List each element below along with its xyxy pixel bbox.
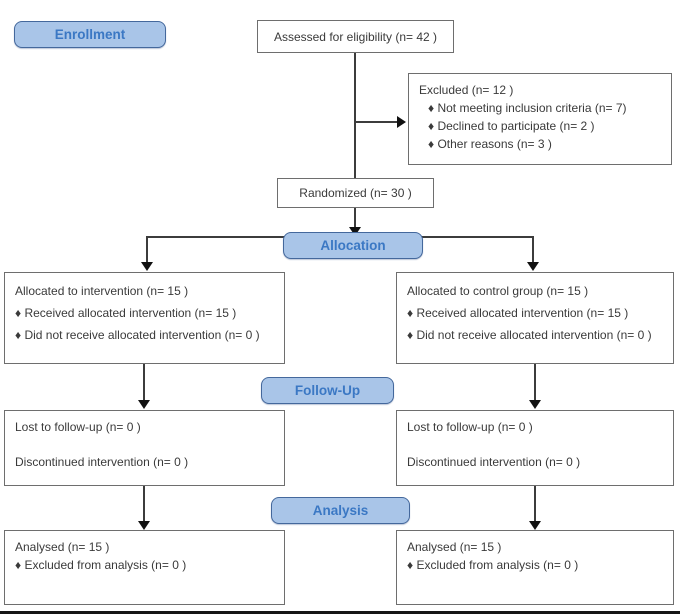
allocated-control-item: ♦ Received allocated intervention (n= 15… xyxy=(407,306,629,320)
followup-intervention-box: Lost to follow-up (n= 0 ) Discontinued i… xyxy=(4,410,285,486)
randomized-box: Randomized (n= 30 ) xyxy=(277,178,434,208)
bottom-rule xyxy=(0,611,680,614)
arrowhead-alloc-left-icon xyxy=(141,262,153,271)
connector-followup-analysis-right xyxy=(534,486,536,522)
connector-excluded-line xyxy=(355,121,398,123)
connector-alloc-followup-left xyxy=(143,364,145,401)
arrowhead-allocation-icon xyxy=(349,227,361,236)
analysis-intervention-title: Analysed (n= 15 ) xyxy=(15,540,110,554)
connector-assessed-randomized xyxy=(354,53,356,178)
arrowhead-alloc-right-icon xyxy=(527,262,539,271)
connector-followup-analysis-left xyxy=(143,486,145,522)
allocated-intervention-item: ♦ Received allocated intervention (n= 15… xyxy=(15,306,237,320)
allocated-control-box: Allocated to control group (n= 15 ) ♦ Re… xyxy=(396,272,674,364)
followup-intervention-line: Discontinued intervention (n= 0 ) xyxy=(15,455,189,469)
connector-split-right xyxy=(532,236,534,263)
excluded-item: ♦ Declined to participate (n= 2 ) xyxy=(428,119,595,133)
followup-control-line: Discontinued intervention (n= 0 ) xyxy=(407,455,581,469)
analysis-control-box: Analysed (n= 15 ) ♦ Excluded from analys… xyxy=(396,530,674,605)
followup-intervention-line: Lost to follow-up (n= 0 ) xyxy=(15,420,141,434)
analysis-intervention-box: Analysed (n= 15 ) ♦ Excluded from analys… xyxy=(4,530,285,605)
allocated-intervention-item: ♦ Did not receive allocated intervention… xyxy=(15,328,260,342)
connector-split-left xyxy=(146,236,148,263)
connector-alloc-followup-right xyxy=(534,364,536,401)
stage-label-follow-up: Follow-Up xyxy=(261,377,394,404)
allocated-control-title: Allocated to control group (n= 15 ) xyxy=(407,284,589,298)
excluded-box: Excluded (n= 12 ) ♦ Not meeting inclusio… xyxy=(408,73,672,165)
assessed-eligibility-box: Assessed for eligibility (n= 42 ) xyxy=(257,20,454,53)
stage-label-enrollment: Enrollment xyxy=(14,21,166,48)
arrowhead-analysis-left-icon xyxy=(138,521,150,530)
excluded-item: ♦ Other reasons (n= 3 ) xyxy=(428,137,552,151)
analysis-control-item: ♦ Excluded from analysis (n= 0 ) xyxy=(407,558,579,572)
followup-control-box: Lost to follow-up (n= 0 ) Discontinued i… xyxy=(396,410,674,486)
excluded-items: ♦ Not meeting inclusion criteria (n= 7) … xyxy=(419,99,661,153)
allocated-intervention-title: Allocated to intervention (n= 15 ) xyxy=(15,284,189,298)
arrowhead-excluded-icon xyxy=(397,116,406,128)
allocated-control-item: ♦ Did not receive allocated intervention… xyxy=(407,328,652,342)
arrowhead-followup-left-icon xyxy=(138,400,150,409)
analysis-control-title: Analysed (n= 15 ) xyxy=(407,540,502,554)
followup-control-line: Lost to follow-up (n= 0 ) xyxy=(407,420,533,434)
excluded-title: Excluded (n= 12 ) xyxy=(419,83,514,97)
analysis-intervention-item: ♦ Excluded from analysis (n= 0 ) xyxy=(15,558,187,572)
excluded-item: ♦ Not meeting inclusion criteria (n= 7) xyxy=(428,101,627,115)
stage-label-allocation: Allocation xyxy=(283,232,423,259)
connector-randomized-allocation xyxy=(354,208,356,229)
arrowhead-followup-right-icon xyxy=(529,400,541,409)
stage-label-analysis: Analysis xyxy=(271,497,410,524)
arrowhead-analysis-right-icon xyxy=(529,521,541,530)
allocated-intervention-box: Allocated to intervention (n= 15 ) ♦ Rec… xyxy=(4,272,285,364)
